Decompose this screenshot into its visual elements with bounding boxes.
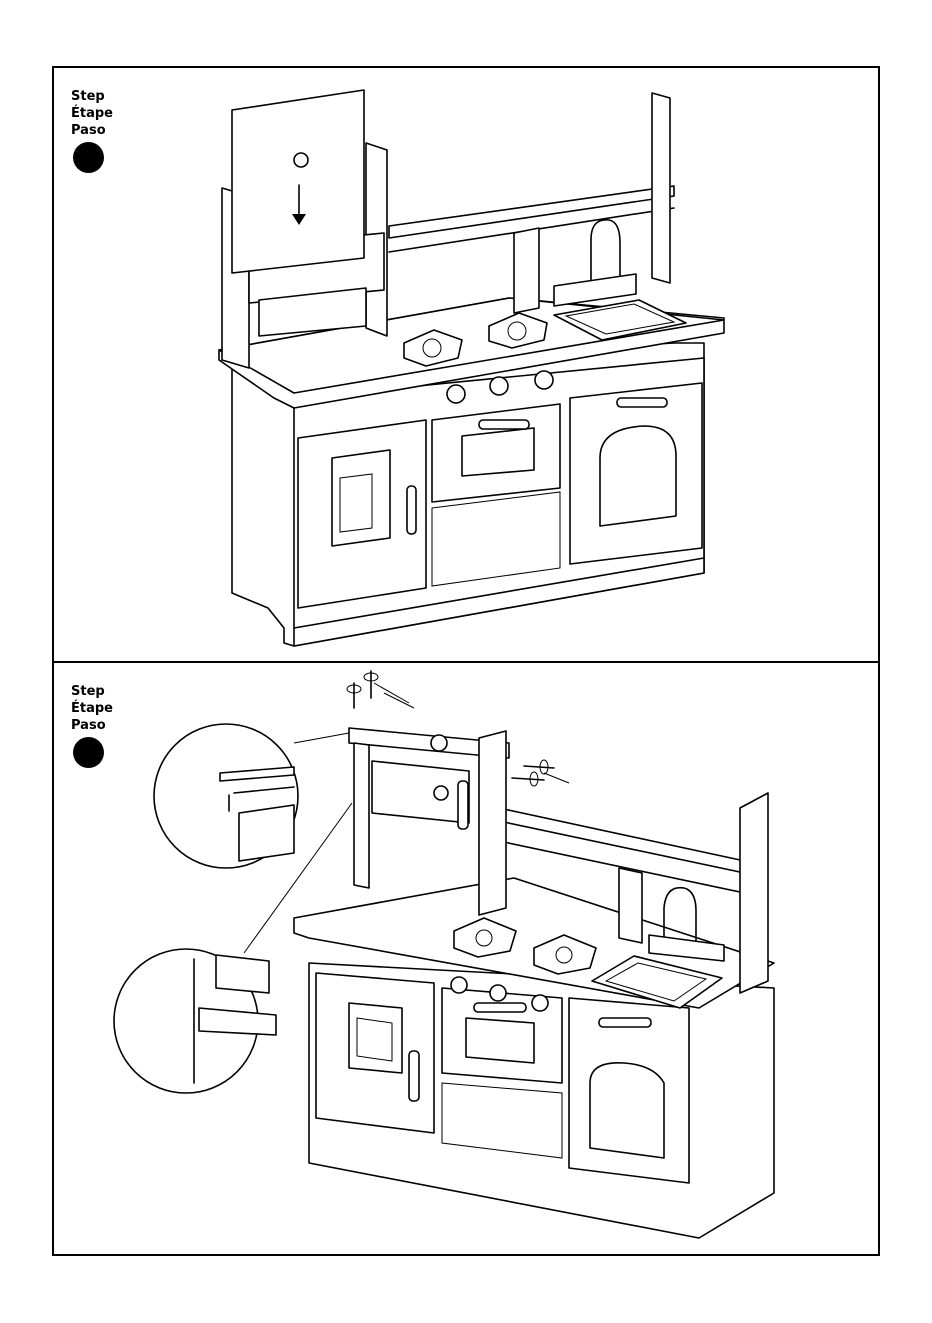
shelf-unit — [349, 728, 509, 915]
step-panel-2: Step Étape Paso — [52, 661, 880, 1256]
shelf-unit — [222, 90, 387, 368]
screw-icon — [347, 671, 414, 708]
step-panel-1: Step Étape Paso — [52, 66, 880, 663]
detail-zoom-top — [154, 724, 349, 868]
kitchen-assembly-illustration-2 — [54, 663, 878, 1254]
screw-icon — [512, 760, 569, 786]
kitchen-assembly-illustration-1 — [54, 68, 878, 661]
